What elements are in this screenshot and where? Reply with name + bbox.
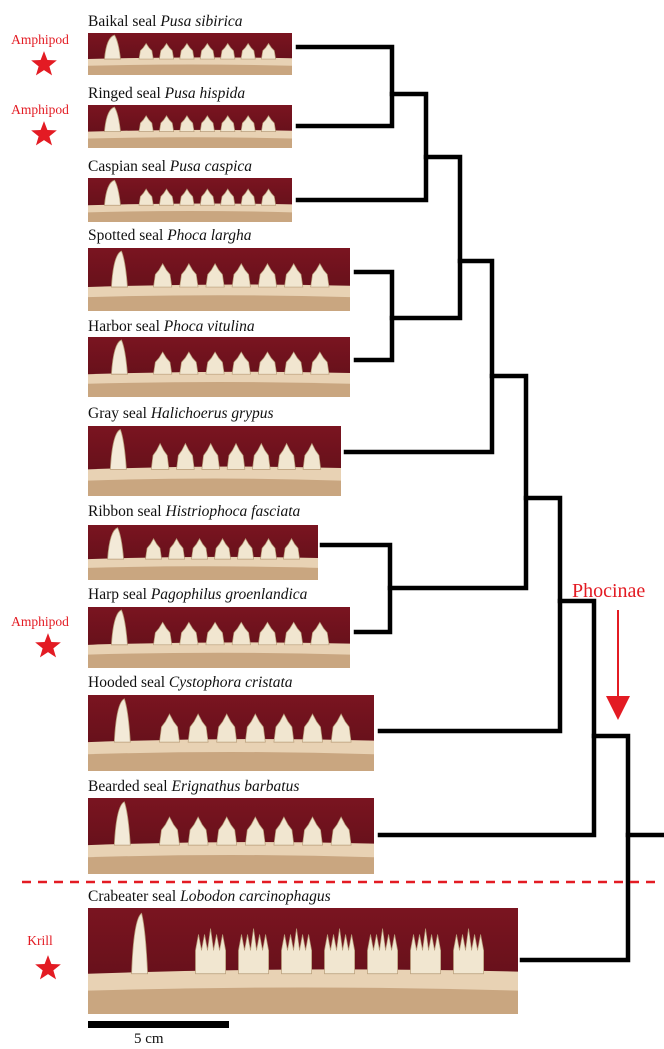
tree-branch-phoca [356, 272, 392, 360]
scale-bar-label: 5 cm [134, 1031, 164, 1048]
tree-branch-pusa-caspica [298, 94, 426, 200]
tree-branch-pusa-sibirica-hispida [298, 47, 392, 126]
clade-label: Phocinae [572, 580, 645, 603]
scale-bar [88, 1021, 229, 1028]
arrow-down-icon [606, 610, 630, 720]
tree-branch-phocini [390, 376, 526, 588]
tree-branch-cystophora [380, 498, 560, 731]
tree-branch-lobodon [522, 736, 628, 960]
tree-branch-histriophoca-pagophilus [322, 545, 390, 632]
tree-branch-halichoerus [346, 261, 492, 452]
